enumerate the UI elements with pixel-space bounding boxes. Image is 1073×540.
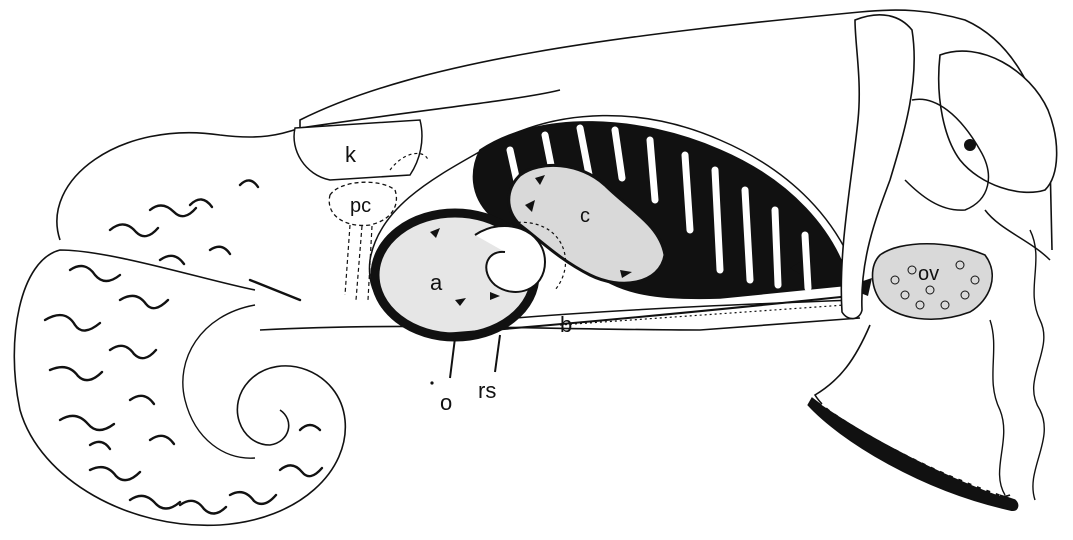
spiral-coil-inner [183, 305, 255, 458]
label-pc: pc [350, 195, 371, 217]
label-k: k [345, 142, 357, 167]
branched-gland [45, 180, 322, 513]
dot-o [430, 381, 433, 384]
label-a: a [430, 270, 443, 295]
label-o: o [440, 390, 452, 415]
leader-rs [495, 335, 500, 372]
label-c: c [580, 205, 590, 227]
head-tentacle [939, 51, 1057, 192]
leader-o [450, 338, 455, 378]
head-lower-outline [985, 210, 1050, 260]
pericardium-duct [345, 225, 372, 300]
foot-sole-inner [822, 404, 1000, 495]
label-ov: ov [918, 263, 939, 285]
kidney-outline [294, 120, 422, 180]
label-rs: rs [478, 378, 496, 403]
wavy-membrane [990, 230, 1044, 500]
label-b: b [560, 312, 572, 337]
spiral-coil-outline [14, 250, 345, 525]
